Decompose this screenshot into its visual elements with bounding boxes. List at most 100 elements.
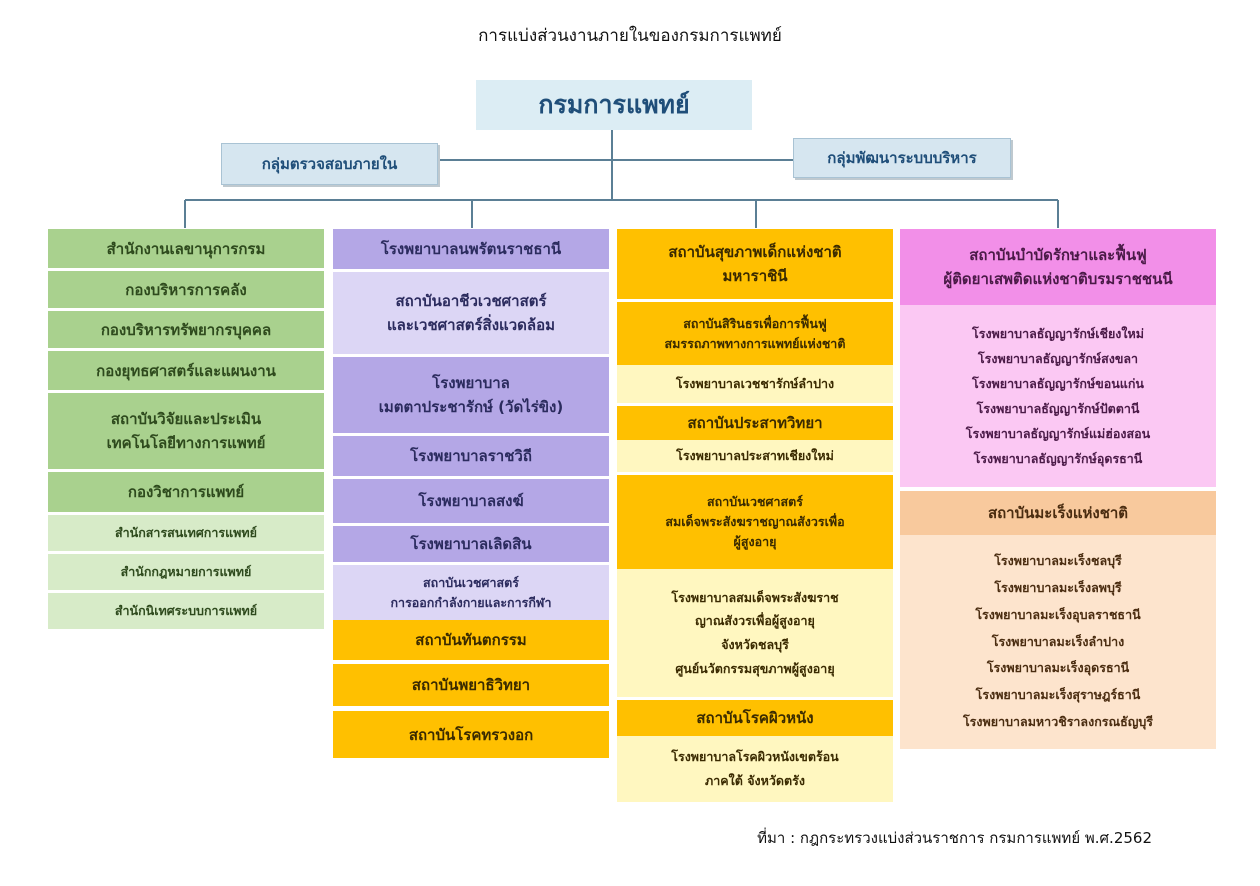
unit-label: โรงพยาบาลโรคผิวหนังเขตร้อน [671,749,839,765]
column-cancer: สถาบันมะเร็งแห่งชาติ โรงพยาบาลมะเร็งชลบุ… [900,491,1216,749]
page-title: การแบ่งส่วนงานภายในของกรมการแพทย์ [478,26,782,46]
unit-box: โรงพยาบาลเลิดสิน [333,526,609,565]
unit-box: กองวิชาการแพทย์ [48,472,324,515]
unit-label: จังหวัดชลบุรี [721,637,789,652]
unit-box: สถาบันพยาธิวิทยา [333,664,609,706]
unit-box: สำนักสารสนเทศการแพทย์ [48,515,324,554]
unit-label: โรงพยาบาลเลิดสิน [410,535,532,553]
unit-label: ญาณสังวรเพื่อผู้สูงอายุ [695,613,815,629]
unit-label: โรงพยาบาลสงฆ์ [418,492,524,510]
unit-box: สถาบันโรคทรวงอก [333,711,609,758]
unit-box: สถาบันบำบัดรักษาและฟื้นฟู ผู้ติดยาเสพติด… [900,229,1216,305]
unit-label: สถาบันโรคผิวหนัง [696,709,814,727]
unit-label: โรงพยาบาลธัญญารักษ์สงขลา [977,351,1139,366]
unit-box: โรงพยาบาลสมเด็จพระสังฆราช ญาณสังวรเพื่อผ… [617,569,893,700]
unit-label: โรงพยาบาลธัญญารักษ์แม่ฮ่องสอน [965,426,1151,441]
unit-label: โรงพยาบาลมะเร็งลพบุรี [994,579,1122,595]
unit-box: สถาบันสุขภาพเด็กแห่งชาติ มหาราชินี [617,229,893,302]
unit-box: สำนักงานเลขานุการกรม [48,229,324,271]
unit-box: โรงพยาบาล เมตตาประชารักษ์ (วัดไร่ขิง) [333,357,609,436]
unit-label: กองวิชาการแพทย์ [127,483,245,501]
unit-label: โรงพยาบาลมหาวชิราลงกรณธัญบุรี [962,714,1154,730]
column-admin: สำนักงานเลขานุการกรม กองบริหารการคลัง กอ… [48,229,324,632]
unit-label: เทคโนโลยีทางการแพทย์ [106,434,266,452]
unit-label: โรงพยาบาลธัญญารักษ์ขอนแก่น [972,376,1144,391]
unit-label: สถาบันพยาธิวิทยา [411,676,531,694]
unit-label: สถาบันวิจัยและประเมิน [110,410,262,428]
unit-box: สถาบันโรคผิวหนัง [617,700,893,736]
unit-box: สถาบันเวชศาสตร์ การออกกำลังกายและการกีฬา [333,565,609,624]
unit-label: สำนักสารสนเทศการแพทย์ [115,525,257,540]
unit-label: สถาบันสุขภาพเด็กแห่งชาติ [668,243,842,261]
unit-box: สถาบันประสาทวิทยา [617,406,893,440]
department-box: กรมการแพทย์ [476,80,752,130]
unit-label: โรงพยาบาลมะเร็งอุดรธานี [986,660,1130,676]
unit-label: มหาราชินี [722,267,788,285]
unit-label: โรงพยาบาลมะเร็งชลบุรี [994,552,1122,568]
column-hospitals: โรงพยาบาลนพรัตนราชธานี สถาบันอาชีวเวชศาส… [333,229,609,624]
unit-label: สำนักนิเทศระบบการแพทย์ [114,603,258,618]
unit-label: โรงพยาบาลธัญญารักษ์ปัตตานี [976,401,1140,416]
unit-label: สถาบันเวชศาสตร์ [423,575,519,590]
unit-box: สำนักกฎหมายการแพทย์ [48,554,324,593]
source-note: ที่มา : กฎกระทรวงแบ่งส่วนราชการ กรมการแพ… [757,829,1152,847]
internal-audit-box: กลุ่มตรวจสอบภายใน [221,143,438,185]
unit-box: สถาบันวิจัยและประเมิน เทคโนโลยีทางการแพท… [48,393,324,472]
unit-label: สถาบันโรคทรวงอก [408,725,534,744]
unit-box: โรงพยาบาลประสาทเชียงใหม่ [617,440,893,475]
unit-label: ผู้สูงอายุ [733,534,777,549]
unit-label: ผู้ติดยาเสพติดแห่งชาติบรมราชชนนี [943,270,1173,288]
unit-label: โรงพยาบาล [432,374,510,392]
unit-box: สถาบันสิรินธรเพื่อการฟื้นฟู สมรรถภาพทางก… [617,302,893,365]
unit-box: โรงพยาบาลธัญญารักษ์เชียงใหม่ โรงพยาบาลธั… [900,305,1216,487]
unit-box: โรงพยาบาลโรคผิวหนังเขตร้อน ภาคใต้ จังหวั… [617,736,893,805]
unit-box: สถาบันเวชศาสตร์ สมเด็จพระสังฆราชญาณสังวร… [617,475,893,569]
unit-box: โรงพยาบาลสงฆ์ [333,479,609,526]
unit-label: สถาบันทันตกรรม [415,631,527,649]
column-specialized: สถาบันบำบัดรักษาและฟื้นฟู ผู้ติดยาเสพติด… [900,229,1216,487]
internal-audit-label: กลุ่มตรวจสอบภายใน [261,155,398,173]
unit-label: สถาบันมะเร็งแห่งชาติ [987,504,1129,522]
unit-label: สถาบันบำบัดรักษาและฟื้นฟู [969,246,1147,264]
unit-label: สถาบันประสาทวิทยา [687,414,823,432]
unit-label: และเวชศาสตร์สิ่งแวดล้อม [387,316,555,334]
unit-label: โรงพยาบาลนพรัตนราชธานี [380,240,562,258]
unit-label: สมรรถภาพทางการแพทย์แห่งชาติ [664,335,846,351]
unit-label: สำนักงานเลขานุการกรม [106,239,266,258]
unit-label: กองยุทธศาสตร์และแผนงาน [96,361,276,380]
unit-box: กองยุทธศาสตร์และแผนงาน [48,351,324,393]
unit-label: โรงพยาบาลประสาทเชียงใหม่ [676,448,834,463]
unit-label: เมตตาประชารักษ์ (วัดไร่ขิง) [378,398,564,416]
unit-label: ภาคใต้ จังหวัดตรัง [705,773,805,788]
unit-label: สถาบันสิรินธรเพื่อการฟื้นฟู [683,315,827,331]
unit-label: สถาบันเวชศาสตร์ [707,494,803,509]
unit-label: การออกกำลังกายและการกีฬา [390,595,552,610]
unit-label: โรงพยาบาลมะเร็งสุราษฎร์ธานี [975,687,1141,703]
unit-label: โรงพยาบาลสมเด็จพระสังฆราช [671,589,839,605]
unit-label: โรงพยาบาลเวชชารักษ์ลำปาง [675,376,835,391]
unit-label: โรงพยาบาลธัญญารักษ์อุดรธานี [973,451,1143,466]
unit-box: โรงพยาบาลราชวิถี [333,436,609,479]
unit-label: สำนักกฎหมายการแพทย์ [120,564,252,579]
unit-label: โรงพยาบาลราชวิถี [410,447,532,465]
admin-development-box: กลุ่มพัฒนาระบบบริหาร [793,138,1011,178]
department-label: กรมการแพทย์ [538,90,690,119]
unit-box: สถาบันทันตกรรม [333,620,609,660]
unit-box: กองบริหารทรัพยากรบุคคล [48,311,324,351]
unit-label: สถาบันอาชีวเวชศาสตร์ [395,292,547,310]
unit-label: กองบริหารทรัพยากรบุคคล [100,320,272,339]
column-institutes: สถาบันสุขภาพเด็กแห่งชาติ มหาราชินี สถาบั… [617,229,893,805]
admin-development-label: กลุ่มพัฒนาระบบบริหาร [827,149,977,167]
unit-box: โรงพยาบาลมะเร็งชลบุรี โรงพยาบาลมะเร็งลพบ… [900,535,1216,749]
unit-box: สำนักนิเทศระบบการแพทย์ [48,593,324,632]
unit-label: โรงพยาบาลธัญญารักษ์เชียงใหม่ [972,326,1144,341]
unit-box: โรงพยาบาลนพรัตนราชธานี [333,229,609,272]
unit-label: โรงพยาบาลมะเร็งลำปาง [991,633,1125,649]
unit-box: สถาบันมะเร็งแห่งชาติ [900,491,1216,535]
unit-label: กองบริหารการคลัง [125,280,247,299]
unit-box: สถาบันอาชีวเวชศาสตร์ และเวชศาสตร์สิ่งแวด… [333,272,609,357]
unit-box: โรงพยาบาลเวชชารักษ์ลำปาง [617,365,893,406]
unit-label: สมเด็จพระสังฆราชญาณสังวรเพื่อ [665,514,845,529]
unit-label: โรงพยาบาลมะเร็งอุบลราชธานี [975,606,1141,622]
